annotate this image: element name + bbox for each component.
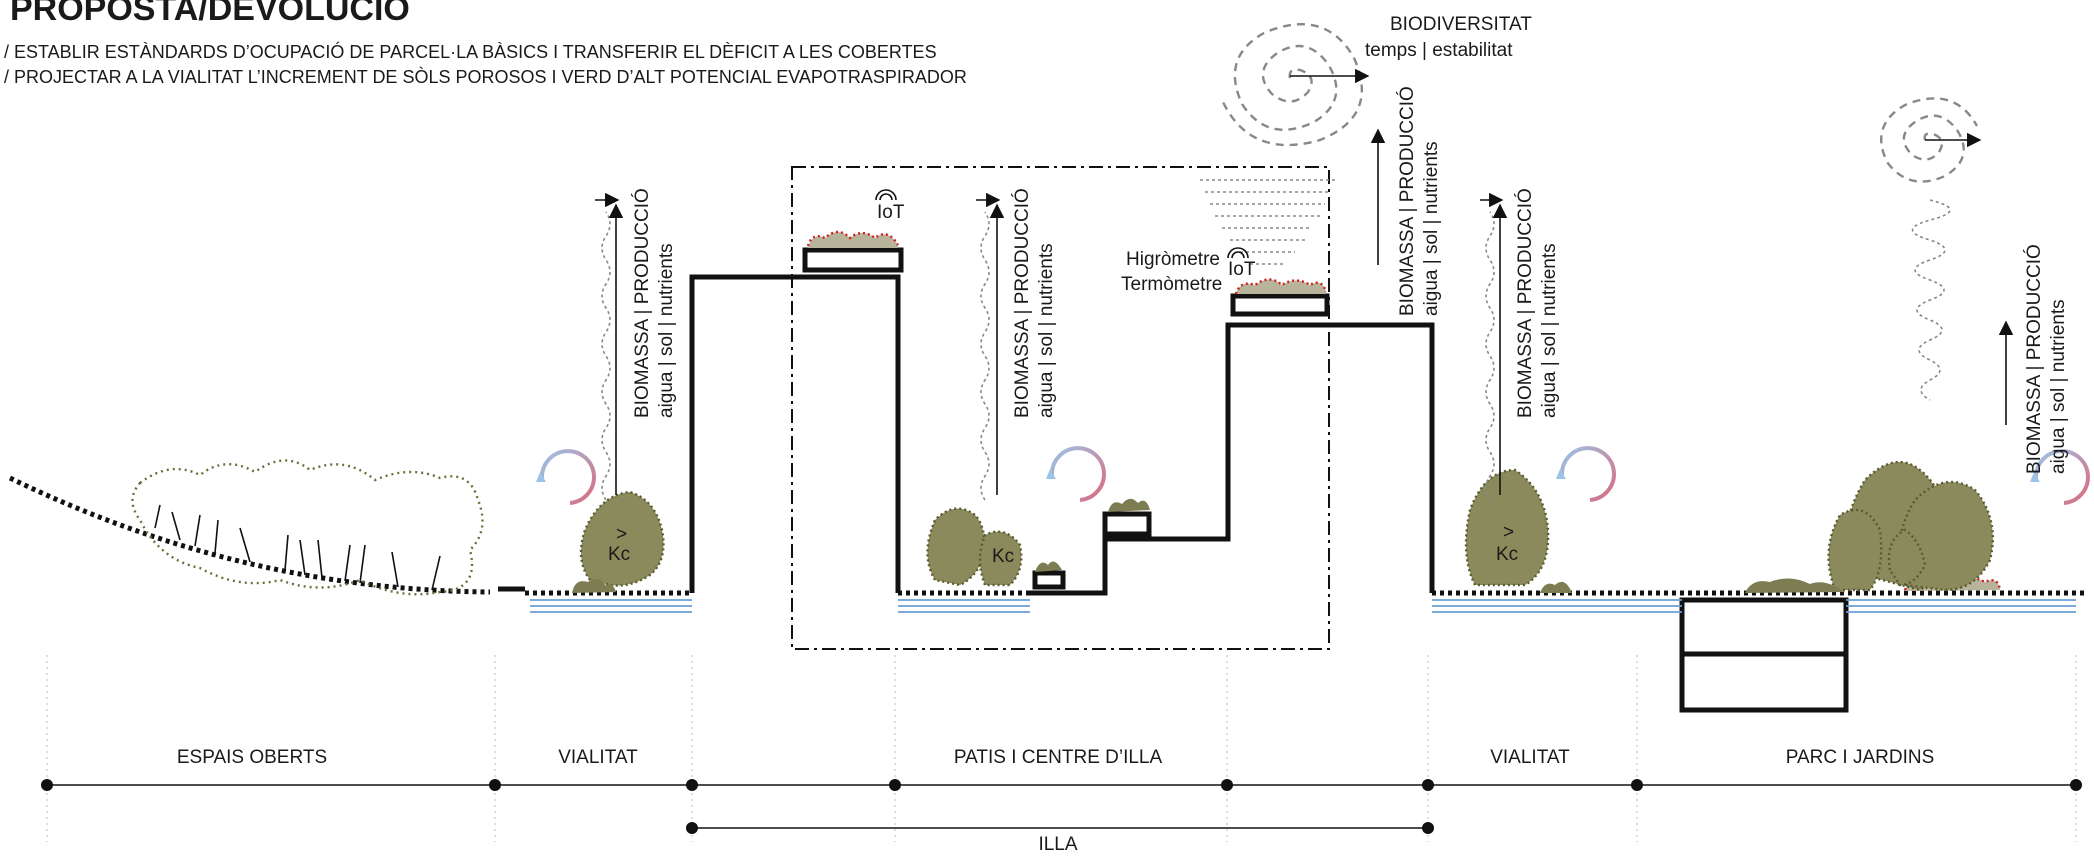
biodiversity-spirals xyxy=(1220,23,1982,183)
iot-sensor-2: IoT xyxy=(1227,247,1256,280)
trees: Kc > Kc Kc > xyxy=(572,460,1994,593)
vlabel-2-line2: aigua | sol | nutrients xyxy=(1036,243,1057,418)
cycle-icon-4 xyxy=(2033,449,2090,505)
vlabel-4-line1: BIOMASSA | PRODUCCIÓ xyxy=(1514,188,1536,418)
zone-dividers xyxy=(46,655,2077,842)
zone-label-vialitat-1: VIALITAT xyxy=(558,747,638,768)
zone-label-patis: PATIS I CENTRE D’ILLA xyxy=(954,747,1163,768)
hanging-waves-block xyxy=(1200,179,1335,265)
biodiversity-title: BIODIVERSITAT xyxy=(1390,14,1532,35)
biodiversity-subtitle: temps | estabilitat xyxy=(1365,40,1513,61)
open-space-terrain xyxy=(8,459,491,596)
tree-kc-label-1: Kc xyxy=(608,544,630,565)
zone-label-espais-oberts: ESPAIS OBERTS xyxy=(177,747,327,768)
zone-label-vialitat-2: VIALITAT xyxy=(1490,747,1570,768)
cycle-icon-3 xyxy=(1559,446,1616,502)
zone-label-illa: ILLA xyxy=(1038,834,1077,855)
vlabel-3-line1: BIOMASSA | PRODUCCIÓ xyxy=(1396,86,1418,316)
vlabel-3-line2: aigua | sol | nutrients xyxy=(1421,141,1442,316)
water-layers xyxy=(530,599,2076,613)
vlabel-5-line2: aigua | sol | nutrients xyxy=(2048,299,2069,474)
cycle-icon-1 xyxy=(539,449,596,505)
tree-kc-label-3: Kc xyxy=(1496,544,1518,565)
dimension-lines xyxy=(41,779,2082,834)
tree-glyph-3: > xyxy=(1503,522,1514,543)
vlabel-5-line1: BIOMASSA | PRODUCCIÓ xyxy=(2023,244,2045,474)
vlabel-4-line2: aigua | sol | nutrients xyxy=(1539,243,1560,418)
iot-label-1: IoT xyxy=(877,202,905,223)
subtitle-line-1: / ESTABLIR ESTÀNDARDS D’OCUPACIÓ DE PARC… xyxy=(4,41,937,62)
vertical-labels: BIOMASSA | PRODUCCIÓ aigua | sol | nutri… xyxy=(631,86,2069,474)
zone-labels: ESPAIS OBERTS VIALITAT PATIS I CENTRE D’… xyxy=(177,747,1934,855)
evapotranspiration-waves xyxy=(595,128,2014,501)
block-interior-boundary xyxy=(791,166,1330,650)
tree-glyph-1: > xyxy=(616,524,627,545)
zone-label-parc: PARC I JARDINS xyxy=(1786,747,1935,768)
iot-label-2: IoT xyxy=(1228,259,1256,280)
street-profile xyxy=(498,247,2084,713)
hygrometer-label: Higròmetre xyxy=(1126,249,1220,270)
tree-kc-label-2: Kc xyxy=(992,546,1014,567)
cycle-icons xyxy=(536,446,2090,505)
vlabel-1-line1: BIOMASSA | PRODUCCIÓ xyxy=(631,188,653,418)
subtitle-line-2: / PROJECTAR A LA VIALITAT L’INCREMENT DE… xyxy=(4,66,967,87)
cycle-icon-2 xyxy=(1049,446,1106,502)
vlabel-2-line1: BIOMASSA | PRODUCCIÓ xyxy=(1011,188,1033,418)
iot-sensor-1: IoT xyxy=(875,189,905,223)
page-title: PROPOSTA/DEVOLUCIÓ xyxy=(10,0,410,28)
thermometer-label: Termòmetre xyxy=(1121,274,1222,295)
vlabel-1-line2: aigua | sol | nutrients xyxy=(656,243,677,418)
